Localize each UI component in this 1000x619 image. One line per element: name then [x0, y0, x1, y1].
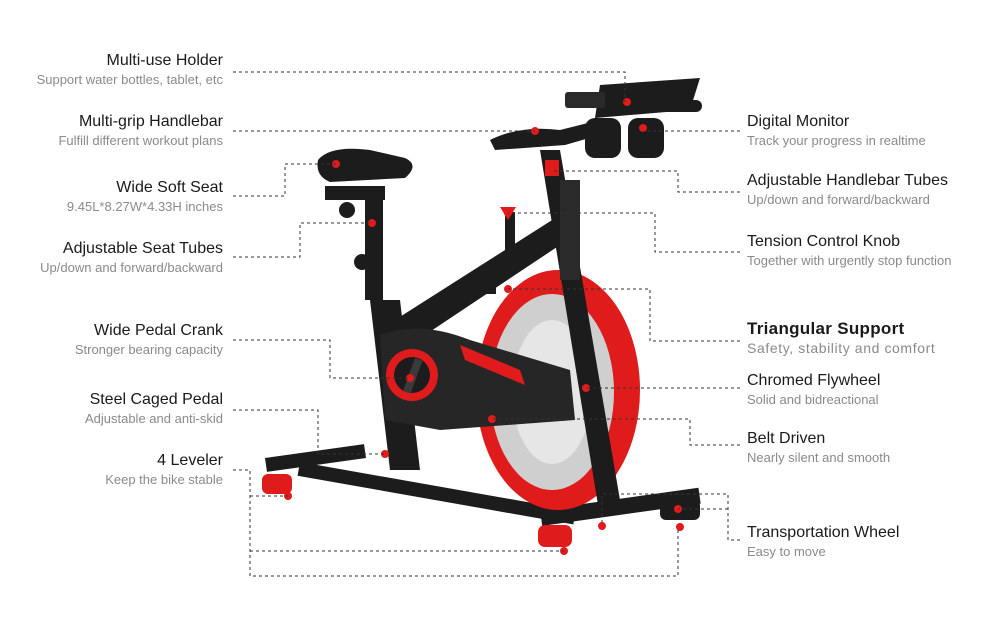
label-subtitle: Track your progress in realtime	[747, 133, 926, 148]
label-adjustable-seat-tubes: Adjustable Seat Tubes Up/down and forwar…	[0, 239, 223, 277]
label-multi-use-holder: Multi-use Holder Support water bottles, …	[0, 51, 223, 89]
label-title: Digital Monitor	[747, 113, 850, 130]
label-title: 4 Leveler	[157, 452, 223, 469]
label-triangular-support: Triangular Support Safety, stability and…	[747, 319, 987, 357]
rear-stabilizer	[262, 444, 576, 525]
label-title: Wide Pedal Crank	[94, 322, 223, 339]
label-subtitle: Easy to move	[747, 544, 826, 559]
seat-assembly	[317, 148, 413, 300]
label-subtitle: Fulfill different workout plans	[58, 133, 223, 148]
label-belt-driven: Belt Driven Nearly silent and smooth	[747, 429, 987, 467]
label-title: Wide Soft Seat	[116, 179, 223, 196]
label-subtitle: Adjustable and anti-skid	[84, 411, 223, 426]
label-subtitle: Keep the bike stable	[105, 472, 223, 487]
label-title: Triangular Support	[747, 319, 905, 338]
label-steel-caged-pedal: Steel Caged Pedal Adjustable and anti-sk…	[0, 390, 223, 428]
label-subtitle: Together with urgently stop function	[747, 253, 952, 268]
label-adjustable-handlebar-tubes: Adjustable Handlebar Tubes Up/down and f…	[747, 171, 987, 209]
label-title: Steel Caged Pedal	[89, 391, 223, 408]
handlebar-assembly	[462, 78, 702, 294]
label-subtitle: Solid and bidreactional	[747, 392, 879, 407]
label-transportation-wheel: Transportation Wheel Easy to move	[747, 523, 987, 561]
label-subtitle: Support water bottles, tablet, etc	[36, 72, 223, 87]
label-4-leveler: 4 Leveler Keep the bike stable	[0, 451, 223, 489]
label-subtitle: Nearly silent and smooth	[747, 450, 891, 465]
label-title: Tension Control Knob	[747, 233, 900, 250]
label-chromed-flywheel: Chromed Flywheel Solid and bidreactional	[747, 371, 987, 409]
label-title: Adjustable Seat Tubes	[62, 240, 223, 257]
label-subtitle: Up/down and forward/backward	[747, 192, 930, 207]
label-tension-control-knob: Tension Control Knob Together with urgen…	[747, 232, 987, 270]
label-title: Belt Driven	[747, 430, 826, 447]
label-title: Multi-grip Handlebar	[78, 113, 223, 130]
label-wide-pedal-crank: Wide Pedal Crank Stronger bearing capaci…	[0, 321, 223, 359]
label-subtitle: Safety, stability and comfort	[747, 340, 936, 356]
label-subtitle: Up/down and forward/backward	[40, 260, 223, 275]
label-title: Chromed Flywheel	[747, 372, 881, 389]
label-digital-monitor: Digital Monitor Track your progress in r…	[747, 112, 987, 150]
label-title: Adjustable Handlebar Tubes	[747, 172, 949, 189]
label-subtitle: Stronger bearing capacity	[74, 342, 223, 357]
label-multi-grip-handlebar: Multi-grip Handlebar Fulfill different w…	[0, 112, 223, 150]
label-subtitle: 9.45L*8.27W*4.33H inches	[66, 199, 223, 214]
label-title: Transportation Wheel	[747, 524, 900, 541]
label-wide-soft-seat: Wide Soft Seat 9.45L*8.27W*4.33H inches	[0, 178, 223, 216]
label-title: Multi-use Holder	[106, 52, 223, 69]
